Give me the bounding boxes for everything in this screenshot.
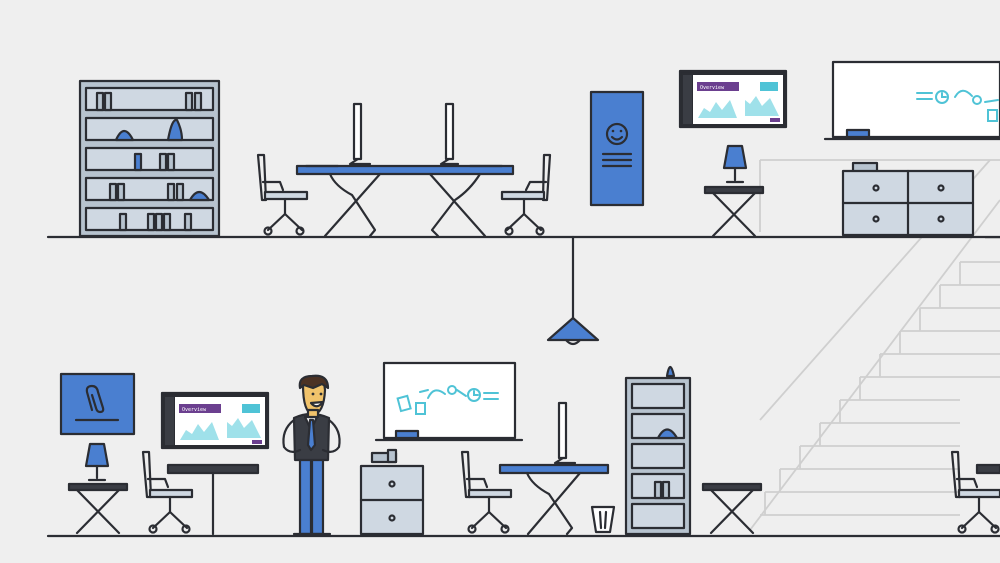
lamp-table (703, 144, 765, 238)
waste-bin (590, 505, 616, 534)
wall-monitor-upper: Overview (678, 69, 788, 129)
whiteboard-upper (823, 60, 1000, 141)
bookshelf (78, 79, 221, 238)
whiteboard-lower (374, 361, 524, 442)
wall-monitor-lower: Overview (160, 391, 270, 450)
small-desk (166, 463, 260, 536)
office-chair (256, 153, 309, 236)
paperclip-frame (59, 372, 136, 436)
businessman-character (282, 374, 341, 536)
office-chair (500, 153, 552, 236)
office-chair-lower (141, 450, 194, 534)
smiley-poster (589, 90, 645, 207)
pendant-lamp (546, 235, 600, 346)
monitor-header-text: Overview (700, 85, 725, 91)
lamp-table-lower (67, 442, 129, 535)
office-chair-lower-2 (460, 450, 513, 534)
tall-shelf-unit (624, 365, 692, 536)
drawer-cabinet-upper (841, 161, 975, 237)
desk-with-monitor-lower (498, 401, 610, 536)
office-chair-partial (950, 450, 1000, 534)
x-table (701, 482, 763, 535)
drawer-cabinet-lower (359, 448, 425, 536)
monitor-header-text: Overview (182, 407, 207, 413)
dual-desk-with-monitors (295, 102, 515, 238)
